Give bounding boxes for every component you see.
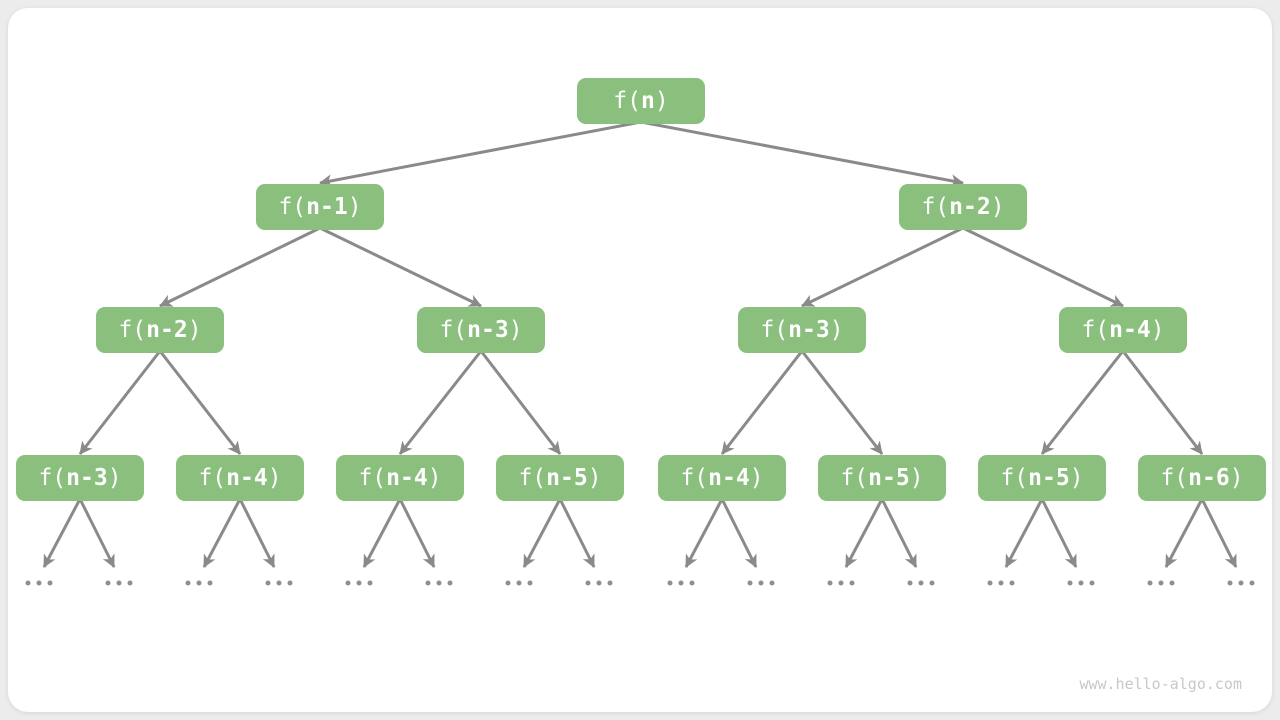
ellipsis-dots-e11 [827,580,855,586]
tree-node-n1: f(n) [577,78,705,124]
ellipsis-dots-e1 [25,580,53,586]
tree-node-n15: f(n-6) [1138,455,1266,501]
tree-node-n12: f(n-4) [658,455,786,501]
tree-node-n8: f(n-3) [16,455,144,501]
tree-node-n2: f(n-1) [256,184,384,230]
ellipsis-dots-e8 [585,580,613,586]
ellipsis-dots-e16 [1227,580,1255,586]
ellipsis-dots-e9 [667,580,695,586]
ellipsis-dots-e2 [105,580,133,586]
tree-node-n4: f(n-2) [96,307,224,353]
ellipsis-dots-e10 [747,580,775,586]
ellipsis-dots-e12 [907,580,935,586]
ellipsis-dots-e5 [345,580,373,586]
tree-node-n14: f(n-5) [978,455,1106,501]
ellipsis-dots-e3 [185,580,213,586]
tree-node-n3: f(n-2) [899,184,1027,230]
tree-node-n10: f(n-4) [336,455,464,501]
ellipsis-dots-e13 [987,580,1015,586]
ellipsis-dots-e14 [1067,580,1095,586]
tree-node-n13: f(n-5) [818,455,946,501]
tree-node-n11: f(n-5) [496,455,624,501]
watermark-text: www.hello-algo.com [1079,675,1242,693]
ellipsis-dots-e4 [265,580,293,586]
tree-node-n7: f(n-4) [1059,307,1187,353]
ellipsis-dots-e15 [1147,580,1175,586]
ellipsis-dots-e7 [505,580,533,586]
tree-node-n9: f(n-4) [176,455,304,501]
tree-node-n6: f(n-3) [738,307,866,353]
ellipsis-dots-e6 [425,580,453,586]
tree-node-n5: f(n-3) [417,307,545,353]
